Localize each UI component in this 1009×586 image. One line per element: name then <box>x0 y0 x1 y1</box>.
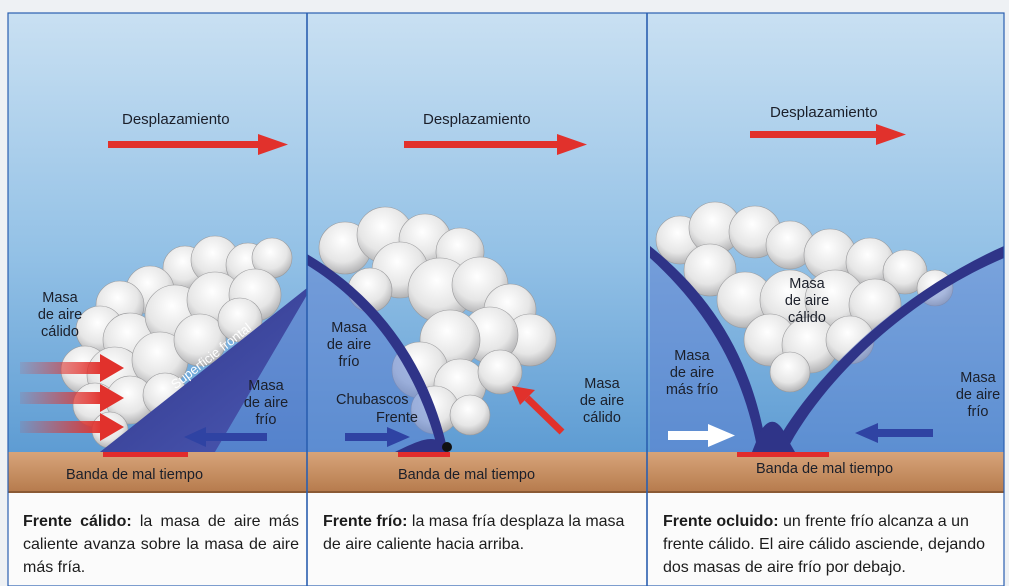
blue-arrow-icon <box>345 427 410 447</box>
panel2-front-label: Frente <box>376 410 418 426</box>
bad-weather-band <box>737 452 829 457</box>
panel2-band-label: Banda de mal tiempo <box>398 467 536 483</box>
blue-arrow-icon <box>184 427 267 447</box>
panel3-caption: Frente ocluido: un frente frío alcanza a… <box>663 510 1003 586</box>
panel1-caption-text: la masa de aire más caliente avanza sobr… <box>23 513 299 576</box>
panel3-warm-mass-label: Masa de aire cálido <box>784 276 830 326</box>
panel1-caption: Frente cálido: la masa de aire más calie… <box>23 510 299 579</box>
panel1-warm-mass-label: Masa de aire cálido <box>37 290 83 340</box>
panel2-cold-mass-label: Masa de aire frío <box>326 320 372 370</box>
bad-weather-band <box>103 452 188 457</box>
panel2-caption-text: la masa fría desplaza la masa de aire ca… <box>323 513 625 553</box>
bad-weather-band <box>398 452 450 457</box>
panel3-title: Desplazamiento <box>770 104 878 121</box>
front-marker <box>442 442 452 452</box>
panel2-title: Desplazamiento <box>423 111 531 128</box>
ground-strip <box>8 452 1004 491</box>
panel2-caption-bold: Frente frío: <box>323 513 408 530</box>
panel3-caption-text: un frente frío alcanza a un frente cálid… <box>663 513 985 576</box>
panel2-caption: Frente frío: la masa fría desplaza la ma… <box>323 510 635 556</box>
panel1-cold-mass-label: Masa de aire frío <box>243 378 289 428</box>
frontal-surface <box>100 288 307 452</box>
panel2-warm-mass-label: Masa de aire cálido <box>579 376 625 426</box>
panel3-colder-mass-label: Masa de aire más frío <box>665 348 719 398</box>
panel1-title: Desplazamiento <box>122 111 230 128</box>
panel1-caption-bold: Frente cálido: <box>23 513 132 530</box>
red-arrow-icon <box>108 134 288 155</box>
panel1-band-label: Banda de mal tiempo <box>66 467 204 483</box>
cold-front-surface <box>307 254 447 450</box>
panel-warm-front <box>20 134 307 457</box>
red-arrow-icon <box>404 134 587 155</box>
panel-occluded-front <box>650 124 1004 457</box>
red-arrow-icon <box>750 124 906 145</box>
panel2-showers-label: Chubascos <box>336 392 409 408</box>
white-arrow-icon <box>668 424 735 447</box>
red-arrow-icon <box>20 354 124 441</box>
panel-cold-front <box>307 134 587 457</box>
blue-arrow-icon <box>855 423 933 443</box>
red-arrow-icon <box>512 386 565 435</box>
caption-area <box>8 493 1004 586</box>
panel3-band-label: Banda de mal tiempo <box>756 461 894 477</box>
panel3-cold-mass-label: Masa de aire frío <box>955 370 1001 420</box>
cloud-icon <box>60 235 293 449</box>
panel3-caption-bold: Frente ocluido: <box>663 513 779 530</box>
cloud-icon <box>655 201 954 393</box>
